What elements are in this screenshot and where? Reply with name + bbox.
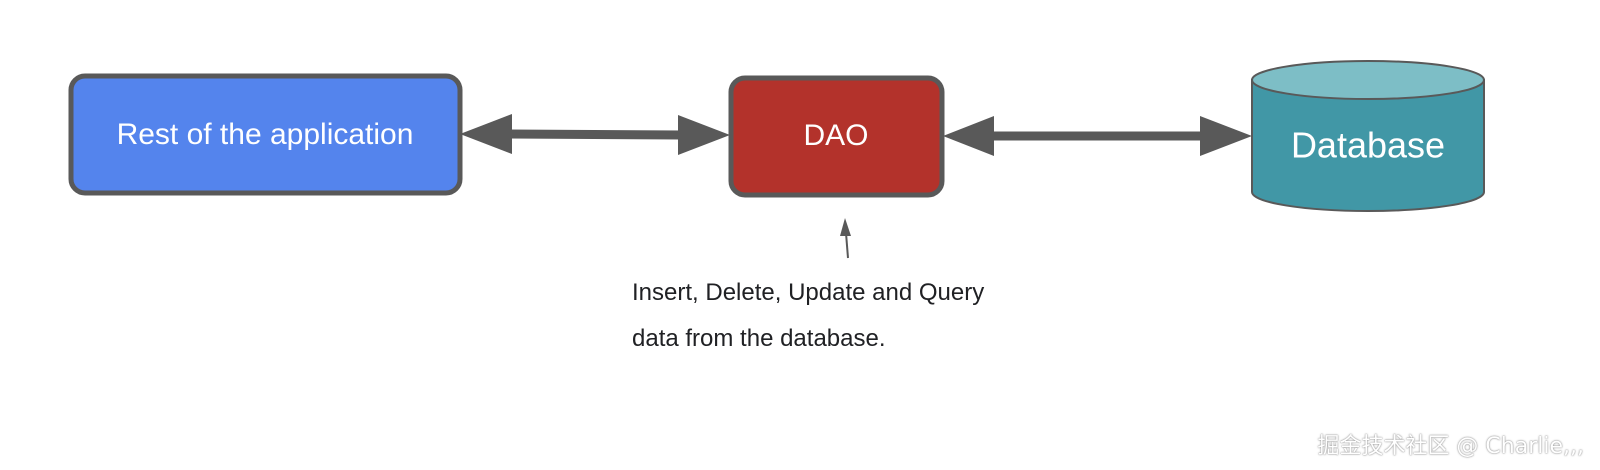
node-rest-of-application: Rest of the application xyxy=(68,73,463,196)
note-line-1: Insert, Delete, Update and Query xyxy=(632,279,985,306)
arrow-app-dao-head-left xyxy=(460,114,512,154)
note-pointer-shaft xyxy=(845,232,849,259)
node-database-label: Database xyxy=(1291,125,1445,166)
dao-description-note: Insert, Delete, Update and Query data fr… xyxy=(632,270,1052,362)
node-database: Database xyxy=(1251,60,1485,212)
note-line-2: data from the database. xyxy=(632,325,886,352)
node-rest-of-application-box xyxy=(68,73,463,196)
note-pointer-head xyxy=(840,218,851,236)
database-cylinder-body xyxy=(1251,79,1485,212)
node-rest-of-application-label: Rest of the application xyxy=(117,118,414,151)
arrow-app-dao-shaft xyxy=(504,129,683,140)
node-dao-label: DAO xyxy=(803,119,868,152)
arrow-dao-database-head-left xyxy=(943,116,994,156)
arrow-app-dao-head-right xyxy=(678,115,730,155)
database-cylinder-top xyxy=(1251,60,1485,100)
note-pointer-arrow xyxy=(840,218,851,259)
arrow-dao-database-head-right xyxy=(1200,116,1252,156)
node-dao: DAO xyxy=(728,75,945,198)
node-dao-box xyxy=(728,75,945,198)
arrow-app-dao xyxy=(460,114,730,155)
arrow-dao-database xyxy=(943,116,1252,156)
watermark: 掘金技术社区 @ Charlie,,, xyxy=(1317,434,1584,459)
